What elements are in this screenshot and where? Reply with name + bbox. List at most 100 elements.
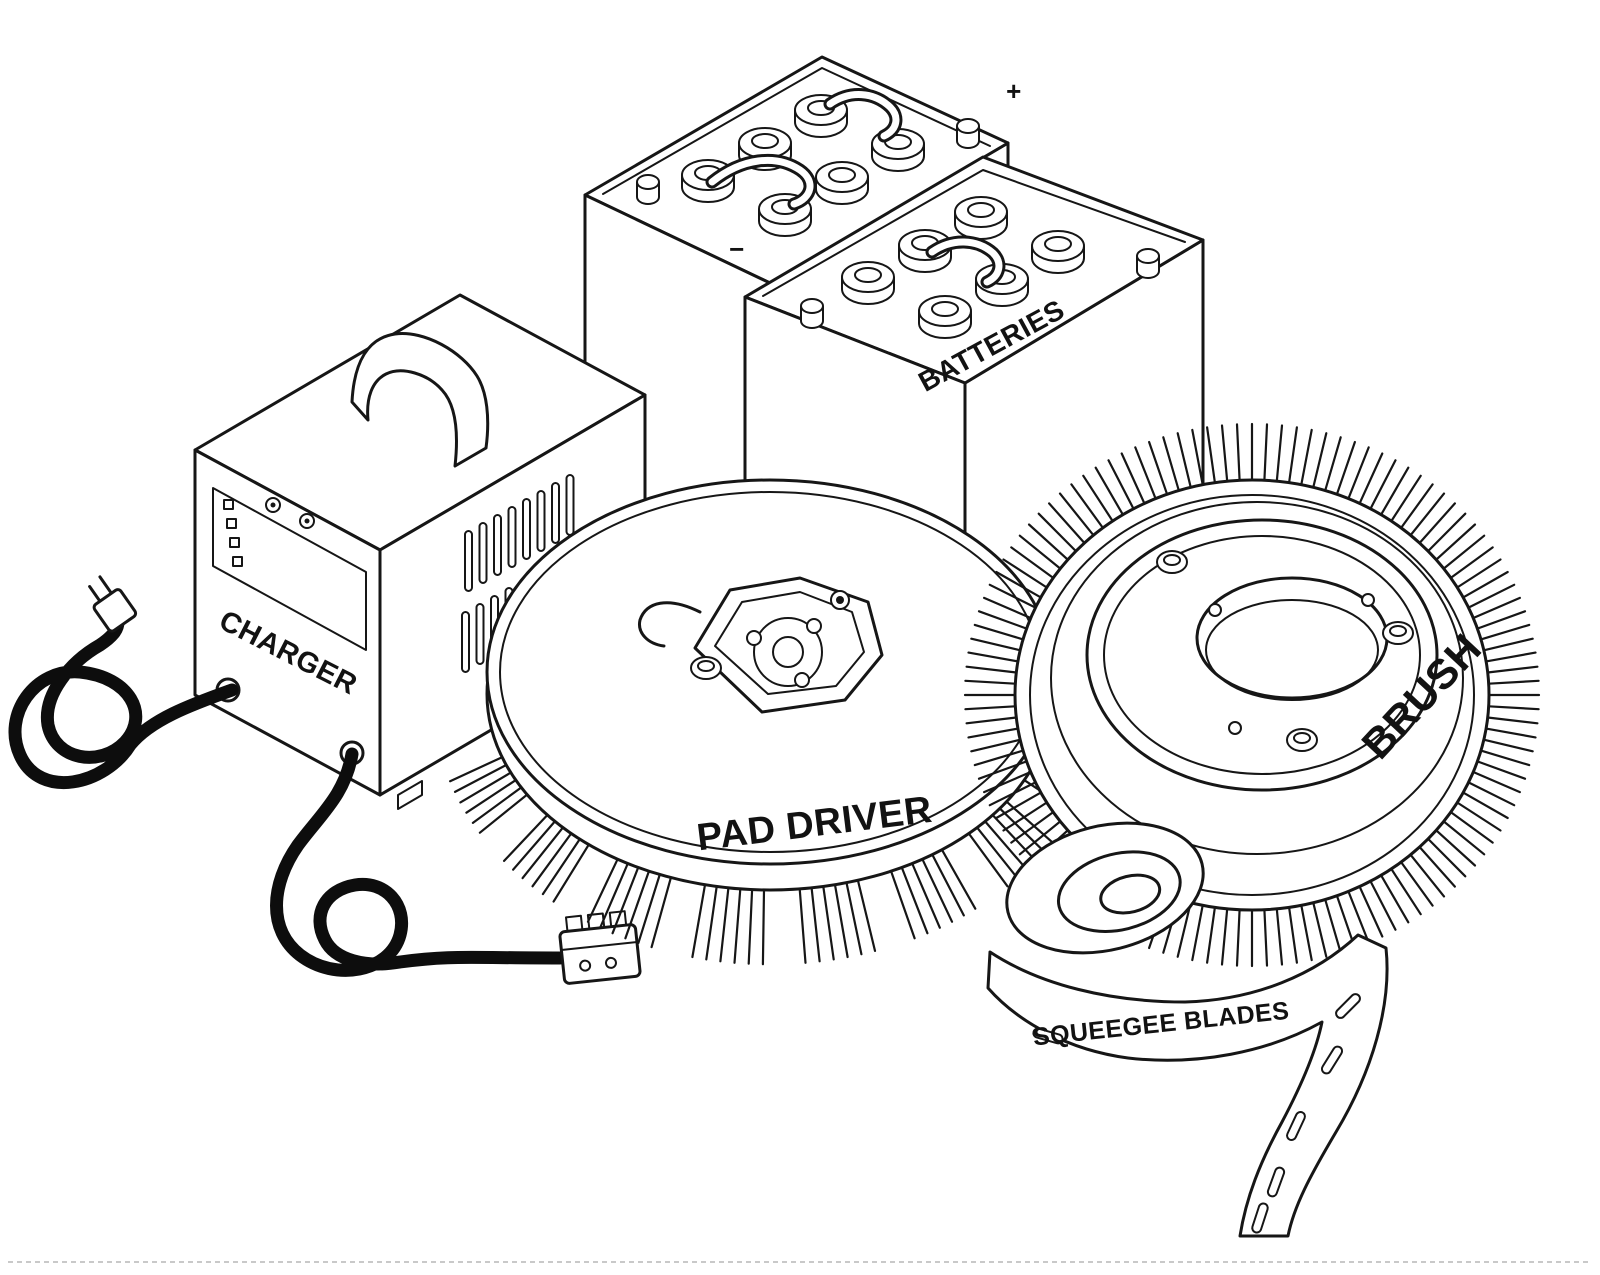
dc-power-cord (270, 747, 567, 977)
bristle (810, 886, 821, 963)
bristle (983, 820, 1029, 871)
bristle (1287, 906, 1299, 964)
vent-slot (565, 474, 575, 536)
battery-terminal-post (956, 118, 980, 149)
ac-power-cord (8, 615, 239, 789)
bristle (1409, 853, 1446, 898)
hub-hole (806, 618, 822, 634)
bristle (1263, 423, 1269, 482)
bristle (1205, 426, 1217, 484)
pad-driver: PAD DRIVER (449, 478, 1100, 966)
bristle (964, 705, 1017, 711)
bristle (1134, 446, 1157, 500)
bristle (1449, 546, 1494, 580)
bristle (624, 870, 651, 940)
bristle (1369, 459, 1397, 510)
bristle (1409, 492, 1446, 537)
bristle (977, 610, 1028, 630)
bristle (1369, 880, 1397, 931)
bristle (931, 853, 965, 917)
bristle (586, 858, 619, 923)
bristle (982, 596, 1032, 620)
bristle (1275, 907, 1284, 966)
bristle (1476, 760, 1527, 780)
hub-wire-handle (638, 601, 702, 648)
bristle (611, 866, 640, 935)
bristle (921, 858, 954, 923)
bristle (1027, 523, 1069, 561)
bristle (1358, 885, 1384, 938)
bristle (691, 883, 707, 959)
bristle (973, 749, 1025, 767)
vent-slot (507, 506, 517, 568)
bristle (1162, 436, 1180, 492)
bristle (970, 738, 1022, 753)
vent-slot (478, 522, 488, 584)
bristle (991, 813, 1038, 863)
squeegee-blade-strip (986, 933, 1389, 1238)
bristle (503, 813, 549, 863)
bristle (988, 583, 1037, 609)
bristle (1379, 466, 1410, 516)
bristle (1456, 558, 1502, 589)
squeegee-assembly: SQUEEGEE BLADES (986, 821, 1389, 1238)
vent-slot (493, 514, 502, 576)
bristle (599, 862, 629, 929)
bristle (1010, 810, 1055, 844)
bristle (1176, 432, 1192, 489)
bristle (1482, 637, 1534, 652)
vent-slot (464, 530, 473, 592)
bristle (1002, 801, 1048, 832)
vent-slot (475, 603, 485, 665)
bristle (1426, 512, 1467, 553)
vent-slot (551, 482, 560, 544)
battery-negative-mark: − (729, 234, 745, 264)
bristle (465, 778, 517, 814)
bristle (995, 570, 1042, 599)
bristle (1147, 440, 1169, 496)
brush-spring-mount (1156, 550, 1188, 574)
bristle (1107, 459, 1135, 510)
bristle (1435, 829, 1477, 867)
bristle (965, 665, 1018, 674)
bristle (967, 651, 1020, 663)
bristle (471, 786, 523, 825)
bristle (1442, 820, 1486, 856)
bristle (1018, 534, 1062, 570)
bristle (1399, 860, 1434, 907)
bristle (845, 881, 863, 956)
bristle (998, 807, 1046, 853)
bristle (521, 826, 565, 880)
vent-slot (522, 498, 531, 560)
bristle (1479, 623, 1531, 641)
bristle (1462, 791, 1509, 820)
bristle (822, 885, 835, 961)
bristle (719, 886, 730, 963)
bristle (552, 843, 590, 903)
bristle (1462, 570, 1509, 599)
brush-bristles (963, 422, 1541, 968)
bristle (977, 760, 1028, 780)
bristle (1347, 890, 1370, 944)
bristle (1047, 502, 1086, 545)
bristle (1191, 428, 1204, 486)
bristle (1467, 583, 1516, 609)
battery-cell-cap (918, 295, 972, 339)
bristle (1191, 904, 1204, 962)
plug-prong (88, 585, 102, 603)
bristle (449, 756, 504, 783)
battery-cell-cap (954, 196, 1008, 240)
bristle (1484, 727, 1537, 739)
bristle (1010, 546, 1055, 580)
bristle (1070, 483, 1105, 530)
brush-spring-mount (1382, 621, 1414, 645)
bristle (1456, 801, 1502, 832)
hub-hole (794, 672, 810, 688)
bristle (1472, 596, 1522, 620)
brush-center-hole (1195, 576, 1389, 700)
brush-hole (1361, 593, 1375, 607)
brush-mid-ring (1050, 501, 1464, 855)
bristle (459, 771, 512, 804)
bristle (1018, 820, 1062, 856)
bristle (1486, 665, 1539, 674)
